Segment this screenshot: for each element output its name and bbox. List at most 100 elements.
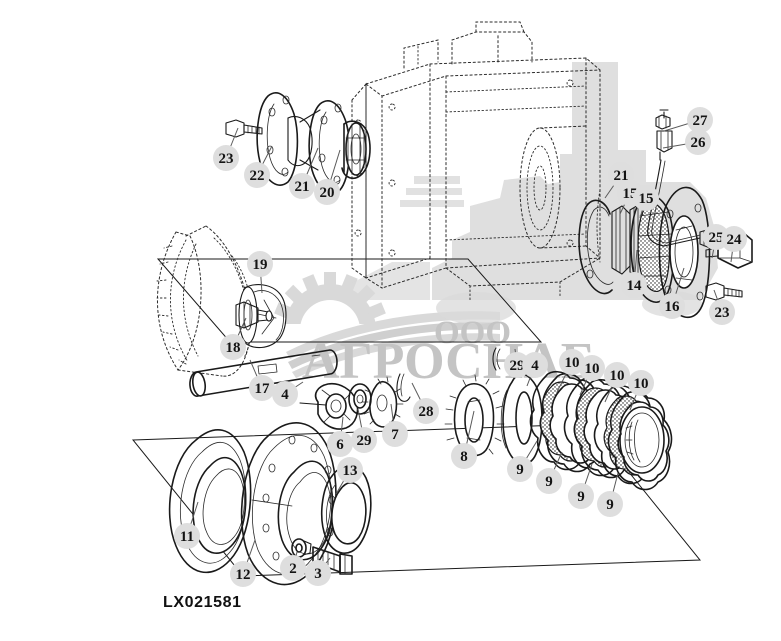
callout-12[interactable]: 12 (230, 539, 256, 587)
callout-number: 21 (614, 168, 629, 184)
callout-11[interactable]: 11 (174, 501, 200, 549)
callout-10[interactable]: 10 (604, 362, 630, 403)
callout-15[interactable]: 15 (633, 185, 659, 219)
callout-4[interactable]: 4 (522, 352, 548, 387)
callout-bubble[interactable] (413, 398, 439, 424)
callout-number: 10 (610, 368, 625, 384)
callout-bubble[interactable] (536, 468, 562, 494)
callout-bubble[interactable] (628, 370, 654, 396)
callout-bubble[interactable] (685, 129, 711, 155)
callout-10[interactable]: 10 (628, 370, 654, 411)
hub-22 (256, 92, 313, 186)
shaft-17 (189, 349, 338, 397)
callout-number: 15 (639, 191, 654, 207)
callout-17[interactable]: 17 (249, 359, 275, 401)
callout-bubble[interactable] (709, 299, 735, 325)
callout-26[interactable]: 26 (662, 129, 711, 155)
callout-number: 14 (627, 278, 643, 294)
callout-7[interactable]: 7 (382, 403, 408, 447)
callout-29[interactable]: 29 (504, 348, 530, 378)
callout-2[interactable]: 2 (280, 551, 306, 581)
drawing-part-number: LX021581 (163, 594, 242, 611)
callout-bubble[interactable] (213, 145, 239, 171)
callout-bubble[interactable] (568, 483, 594, 509)
callout-number: 16 (665, 299, 681, 315)
callout-bubble[interactable] (597, 491, 623, 517)
callout-number: 21 (295, 179, 310, 195)
callout-14[interactable]: 14 (621, 249, 647, 298)
callout-21[interactable]: 21 (289, 147, 319, 199)
callout-number: 7 (391, 427, 399, 443)
callout-bubble[interactable] (249, 375, 275, 401)
callout-9[interactable]: 9 (536, 451, 563, 494)
callout-20[interactable]: 20 (314, 149, 341, 205)
callout-number: 17 (255, 381, 271, 397)
callout-bubble[interactable] (504, 352, 530, 378)
callout-bubble[interactable] (230, 561, 256, 587)
callout-bubble[interactable] (382, 421, 408, 447)
callout-16[interactable]: 16 (659, 267, 685, 319)
callout-number: 3 (314, 566, 322, 582)
callout-number: 28 (419, 404, 434, 420)
callout-number: 19 (253, 257, 268, 273)
callout-bubble[interactable] (579, 355, 605, 381)
callout-number: 9 (577, 489, 585, 505)
friction-disc-10-d (607, 390, 673, 491)
callout-number: 27 (693, 113, 709, 129)
callout-bubble[interactable] (522, 352, 548, 378)
callout-27[interactable]: 27 (663, 107, 713, 133)
callout-bubble[interactable] (507, 456, 533, 482)
callout-bubble[interactable] (604, 362, 630, 388)
flange-21-top-left (299, 100, 351, 194)
callout-bubble[interactable] (621, 272, 647, 298)
callout-19[interactable]: 19 (247, 251, 273, 294)
callout-number: 25 (709, 230, 724, 246)
callout-bubble[interactable] (174, 523, 200, 549)
callout-23[interactable]: 23 (213, 127, 239, 171)
callout-number: 23 (715, 305, 730, 321)
callout-9[interactable]: 9 (568, 463, 594, 509)
callout-28[interactable]: 28 (411, 382, 439, 424)
callout-23[interactable]: 23 (709, 289, 735, 325)
callout-bubble[interactable] (633, 185, 659, 211)
callout-24[interactable]: 24 (721, 226, 747, 263)
callout-bubble[interactable] (327, 431, 353, 457)
callout-10[interactable]: 10 (579, 355, 605, 396)
callout-18[interactable]: 18 (220, 317, 247, 360)
callout-10[interactable]: 10 (556, 349, 585, 393)
callout-bubble[interactable] (220, 334, 246, 360)
callout-bubble[interactable] (659, 293, 685, 319)
callout-bubble[interactable] (559, 349, 585, 375)
callout-13[interactable]: 13 (335, 457, 363, 495)
callout-bubble[interactable] (244, 162, 270, 188)
callout-8[interactable]: 8 (451, 410, 477, 469)
callout-3[interactable]: 3 (305, 557, 331, 586)
callout-bubble[interactable] (687, 107, 713, 133)
callout-bubble[interactable] (289, 173, 315, 199)
callout-9[interactable]: 9 (597, 472, 623, 517)
callout-number: 2 (289, 561, 297, 577)
callout-bubble[interactable] (337, 457, 363, 483)
callout-29[interactable]: 29 (351, 408, 377, 453)
callout-bubble[interactable] (451, 443, 477, 469)
callout-bubble[interactable] (351, 427, 377, 453)
callout-bubble[interactable] (721, 226, 747, 252)
callout-number: 9 (545, 474, 553, 490)
callout-bubble[interactable] (280, 555, 306, 581)
ground-plane-upper (156, 258, 543, 343)
callout-number: 10 (565, 355, 580, 371)
bolt-23-top-left (225, 119, 263, 138)
callout-bubble[interactable] (314, 179, 340, 205)
callout-6[interactable]: 6 (327, 416, 353, 457)
callout-bubble[interactable] (247, 251, 273, 277)
callout-9[interactable]: 9 (507, 440, 538, 482)
plug-18 (235, 301, 273, 329)
snap-ring-21-right (578, 199, 614, 295)
callout-22[interactable]: 22 (244, 145, 273, 188)
bolt-23-right (705, 282, 743, 301)
callout-4[interactable]: 4 (272, 381, 304, 407)
callout-bubble[interactable] (272, 381, 298, 407)
callout-bubble[interactable] (305, 560, 331, 586)
